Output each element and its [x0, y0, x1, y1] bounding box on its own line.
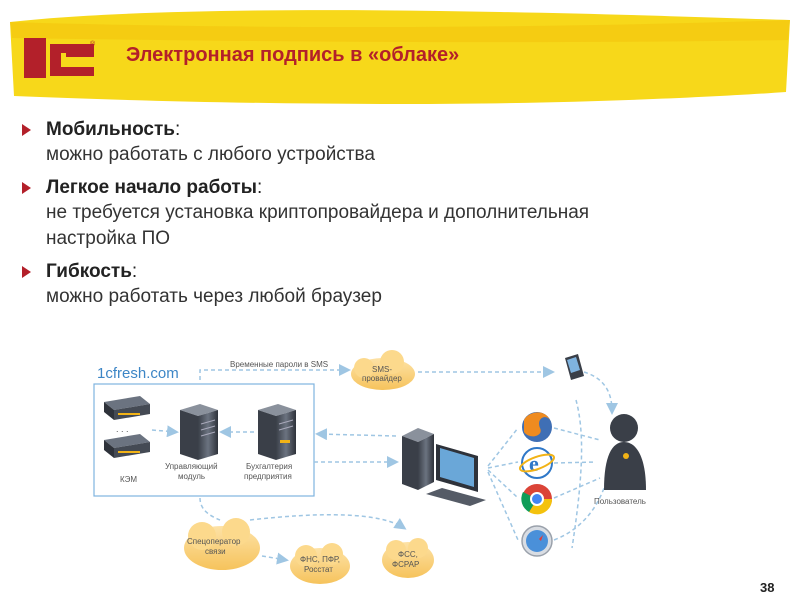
browser-links: [487, 427, 519, 541]
managing-module-server: [180, 404, 218, 460]
bullet-item-easy-start: Легкое начало работы: не требуется устан…: [22, 176, 762, 252]
fns-label: ФНС, ПФР,Росстат: [300, 555, 340, 574]
safari-icon: [521, 525, 553, 557]
datacenter-frame: [93, 383, 315, 497]
logo-1c: ®: [24, 38, 96, 78]
arrow-ksm-module: [151, 425, 179, 438]
bullet-marker: [22, 182, 31, 194]
arrow-module-to-operator: [199, 497, 221, 521]
ksm-server-bottom: [104, 434, 150, 458]
fss-label: ФСС,ФСРАР: [392, 550, 419, 569]
bullet-heading: Легкое начало работы:: [46, 177, 263, 198]
arrow-operator-fss: [249, 514, 407, 530]
bullet-item-mobility: Мобильность: можно работать с любого уст…: [22, 118, 762, 168]
svg-text:e: e: [529, 451, 539, 476]
ksm-server-top: [104, 396, 150, 420]
page-number: 38: [760, 580, 775, 595]
ksm-label: КЭМ: [120, 475, 137, 484]
svg-text:®: ®: [90, 40, 96, 48]
bullet-heading: Гибкость:: [46, 261, 138, 282]
desktop-computer: [402, 428, 486, 506]
fss-cloud: [382, 538, 434, 578]
arrow-phone-user: [583, 371, 618, 415]
sms-provider-label: SMS-провайдер: [362, 365, 402, 383]
bullet-marker: [22, 266, 31, 278]
bullet-desc: не требуется установка криптопровайдера …: [46, 202, 590, 223]
special-operator-cloud: [184, 518, 260, 570]
sms-passwords-label: Временные пароли в SMS: [230, 360, 328, 369]
slide-title: Электронная подпись в «облаке»: [126, 44, 460, 66]
accounting-server: [258, 404, 296, 460]
arrow-operator-fns: [261, 552, 289, 565]
bullet-desc-cont: настройка ПО: [46, 228, 171, 249]
mobile-phone-icon: [565, 354, 584, 380]
bullet-item-flexibility: Гибкость: можно работать через любой бра…: [22, 260, 762, 310]
chrome-icon: [521, 484, 553, 515]
user-loop-line: [571, 399, 583, 549]
ie-icon: e: [518, 447, 556, 479]
bullet-list: Мобильность: можно работать с любого уст…: [22, 118, 762, 318]
header-banner: ®: [10, 10, 790, 105]
user-icon: [604, 414, 646, 490]
bullet-heading: Мобильность:: [46, 119, 181, 140]
bullet-marker: [22, 124, 31, 136]
banner-brush-shade: [10, 20, 790, 43]
sms-provider-cloud: [351, 350, 415, 390]
user-links: [553, 427, 605, 541]
firefox-icon: [522, 412, 552, 442]
ksm-dots: . . .: [116, 424, 129, 434]
arrow-pc-to-cloud: [315, 428, 397, 441]
fns-cloud: [290, 543, 350, 584]
user-label: Пользователь: [594, 497, 646, 506]
bullet-desc: можно работать через любой браузер: [46, 286, 382, 307]
bullet-desc: можно работать с любого устройства: [46, 144, 375, 165]
site-label: 1cfresh.com: [97, 365, 179, 382]
arrow-to-sms: [199, 364, 351, 380]
